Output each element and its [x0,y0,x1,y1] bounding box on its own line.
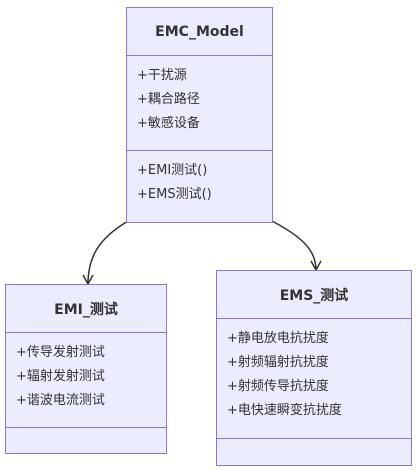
methods-section: +EMI测试() +EMS测试() [127,151,272,222]
class-title: EMS_测试 [217,271,411,319]
class-box-ems-test: EMS_测试 +静电放电抗扰度 +射频辐射抗扰度 +射频传导抗扰度 +电快速瞬变… [216,270,412,466]
methods-section [217,439,411,465]
attribute-item: +射频辐射抗扰度 [227,355,329,370]
attribute-item: +传导发射测试 [16,345,105,360]
edge-model-to-ems [269,219,322,272]
attributes-section: +干扰源 +耦合路径 +敏感设备 [127,56,272,151]
attribute-item: +干扰源 [137,68,187,83]
attribute-item: +静电放电抗扰度 [227,331,329,346]
method-item: +EMS测试() [137,187,212,202]
attribute-item: +电快速瞬变抗扰度 [227,403,342,418]
method-item: +EMI测试() [137,163,208,178]
attributes-section: +静电放电抗扰度 +射频辐射抗扰度 +射频传导抗扰度 +电快速瞬变抗扰度 [217,319,411,439]
attributes-section: +传导发射测试 +辐射发射测试 +谐波电流测试 [6,333,166,428]
class-title: EMI_测试 [6,285,166,333]
attribute-item: +谐波电流测试 [16,393,105,408]
attribute-item: +辐射发射测试 [16,369,105,384]
class-title: EMC_Model [127,8,272,56]
attribute-item: +射频传导抗扰度 [227,379,329,394]
attribute-item: +耦合路径 [137,92,200,107]
attribute-item: +敏感设备 [137,116,200,131]
class-box-emi-test: EMI_测试 +传导发射测试 +辐射发射测试 +谐波电流测试 [5,284,167,454]
class-box-emc-model: EMC_Model +干扰源 +耦合路径 +敏感设备 +EMI测试() +EMS… [126,7,273,223]
edge-model-to-emi [82,219,131,286]
methods-section [6,428,166,453]
